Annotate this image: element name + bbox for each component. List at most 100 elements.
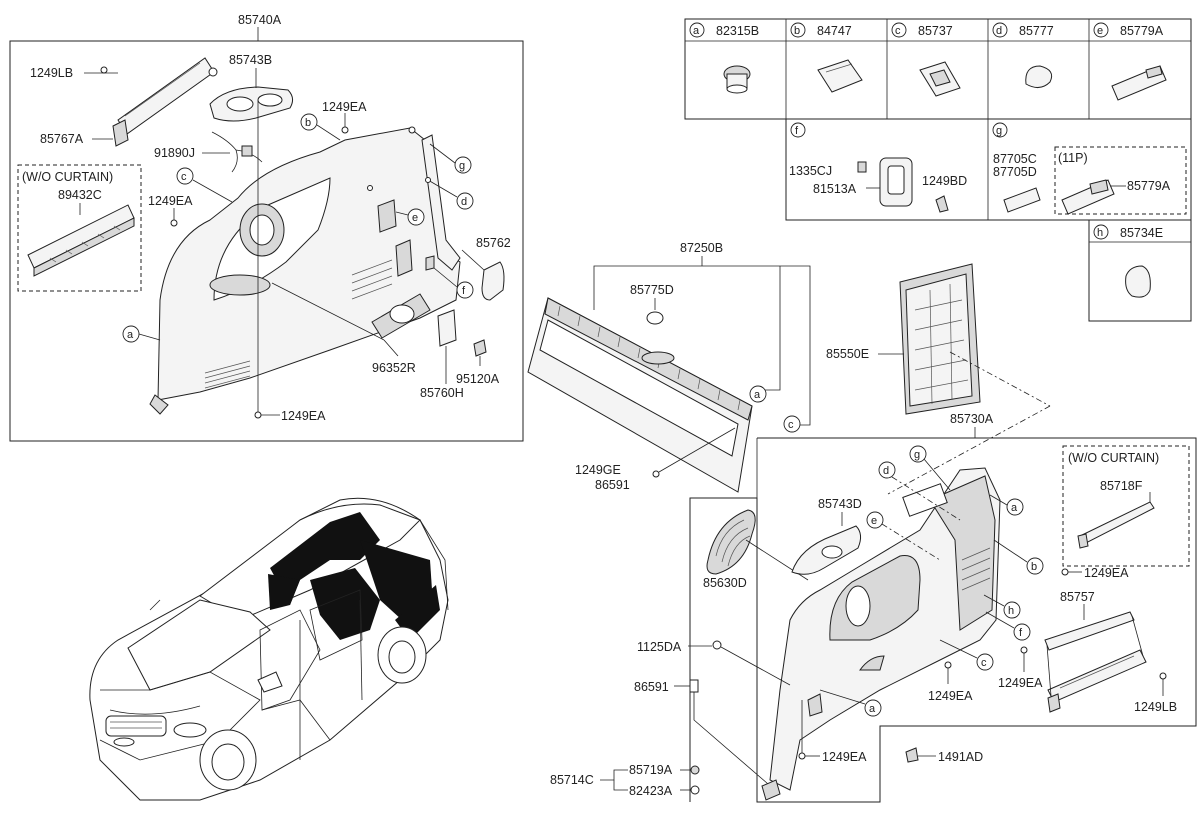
label-85714C: 85714C [550, 773, 594, 787]
label-wo-curtain-right: (W/O CURTAIN) [1068, 451, 1159, 465]
cover-small-2 [395, 239, 413, 277]
label-1491AD: 1491AD [938, 750, 983, 764]
svg-text:h: h [1008, 605, 1014, 617]
callout-e-right: e [866, 511, 941, 561]
label-82423A: 82423A [629, 784, 673, 798]
callout-g-left: g [429, 143, 472, 174]
label-1249EA-right-bottom: 1249EA [822, 750, 867, 764]
label-89432C: 89432C [58, 188, 102, 202]
svg-text:b: b [305, 117, 311, 129]
legend-f: f 1335CJ 81513A 1249BD [789, 122, 967, 213]
sill-trim-87250B [527, 297, 753, 493]
left-trim-panel-group: 85740A 1249LB 85767A 85743B 91890J (W/O … [9, 13, 524, 442]
svg-text:g: g [914, 449, 920, 461]
label-85630D: 85630D [703, 576, 747, 590]
pillar-trim [421, 134, 461, 271]
label-95120A: 95120A [456, 372, 500, 386]
legend-b: b 84747 [790, 22, 863, 93]
svg-text:f: f [1019, 627, 1023, 639]
wo-curtain-box-right [1062, 445, 1190, 567]
vent-grille [204, 360, 251, 389]
svg-text:g: g [459, 160, 465, 172]
legend-g-11p-box [1054, 146, 1187, 215]
svg-text:a: a [869, 703, 876, 715]
callout-c-left: c [176, 167, 233, 203]
legend-f-1335CJ: 1335CJ [789, 164, 832, 178]
callout-b-left: b [300, 113, 341, 141]
legend-a: a 82315B [689, 22, 759, 94]
vehicle-illustration [89, 497, 449, 801]
legend-g-87705C: 87705C [993, 152, 1037, 166]
label-1125DA: 1125DA [637, 640, 682, 654]
wo-curtain-box-left [17, 164, 142, 292]
svg-text:g: g [996, 125, 1002, 137]
bolt-icon [944, 661, 952, 669]
legend-table: a 82315B b 84747 c 85737 d 85777 e 85779… [684, 18, 1192, 322]
callout-a-right-bottom: a [819, 689, 882, 717]
svg-text:f: f [462, 285, 466, 297]
bolt-icon [254, 411, 262, 419]
bolt-icon [689, 679, 699, 693]
svg-text:c: c [788, 419, 794, 431]
label-85775D: 85775D [630, 283, 674, 297]
callout-b-right: b [993, 539, 1044, 575]
legend-e-part: 85779A [1120, 24, 1164, 38]
label-85762: 85762 [476, 236, 511, 250]
clip-1491AD [905, 747, 919, 763]
bolt-icon [1159, 672, 1167, 680]
label-85743B: 85743B [229, 53, 272, 67]
legend-g-11p: (11P) [1058, 151, 1088, 165]
bolt-icon [170, 219, 178, 227]
bolt-icon [652, 470, 660, 478]
svg-text:a: a [127, 329, 134, 341]
svg-text:b: b [1031, 561, 1037, 573]
legend-g-87705D: 87705D [993, 165, 1037, 179]
callout-a-right-top: a [989, 494, 1024, 516]
clip-85719A [690, 765, 700, 775]
label-85718F: 85718F [1100, 479, 1143, 493]
bolt-icon [798, 752, 806, 760]
callout-d-left: d [427, 179, 474, 210]
label-85719A: 85719A [629, 763, 673, 777]
cover-small-1 [377, 199, 397, 233]
label-85760H: 85760H [420, 386, 464, 400]
svg-text:a: a [693, 25, 700, 37]
speaker-cover-96352R [371, 293, 431, 339]
mirror-icon [257, 671, 283, 693]
bolt-icon [341, 126, 349, 134]
label-85550E: 85550E [826, 347, 869, 361]
svg-text:f: f [795, 125, 799, 137]
label-85757: 85757 [1060, 590, 1095, 604]
cup-holder-85743D [791, 525, 862, 575]
fasteners-group: 1125DA 86591 85719A 82423A 85714C [550, 640, 791, 801]
trim-strip-85718F [1079, 501, 1155, 545]
right-trim-panel-group: 85730A (W/O CURTAIN) 85718F 85757 1249LB [689, 412, 1197, 803]
svg-text:a: a [754, 389, 761, 401]
bolt-icon [1020, 646, 1028, 654]
legend-c-part: 85737 [918, 24, 953, 38]
label-1249GE: 1249GE [575, 463, 621, 477]
clip-82423A [690, 785, 700, 795]
label-86591-lower: 86591 [634, 680, 669, 694]
label-1249EA-right-lower: 1249EA [928, 689, 973, 703]
left-panel-frame [9, 40, 524, 442]
quarter-trim-panel-85740A [149, 127, 461, 415]
label-1249EA-left: 1249EA [148, 194, 193, 208]
svg-text:c: c [895, 25, 901, 37]
callout-g-right: g [909, 445, 951, 491]
label-91890J: 91890J [154, 146, 195, 160]
callout-e-left: e [395, 208, 425, 226]
legend-h: h 85734E [1093, 224, 1163, 298]
label-86591-center: 86591 [595, 478, 630, 492]
sill-trim-87250B-group: 87250B 85775D a c [527, 241, 811, 493]
callout-a-left: a [122, 325, 161, 343]
label-1249EA-right-mid: 1249EA [998, 676, 1043, 690]
legend-f-1249BD: 1249BD [922, 174, 967, 188]
legend-a-part: 82315B [716, 24, 759, 38]
callout-f-left: f [433, 267, 474, 299]
label-85767A: 85767A [40, 132, 84, 146]
switch-panel-85760H [437, 309, 457, 347]
legend-f-81513A: 81513A [813, 182, 857, 196]
bolt-icon [1061, 568, 1069, 576]
svg-text:d: d [996, 25, 1002, 37]
